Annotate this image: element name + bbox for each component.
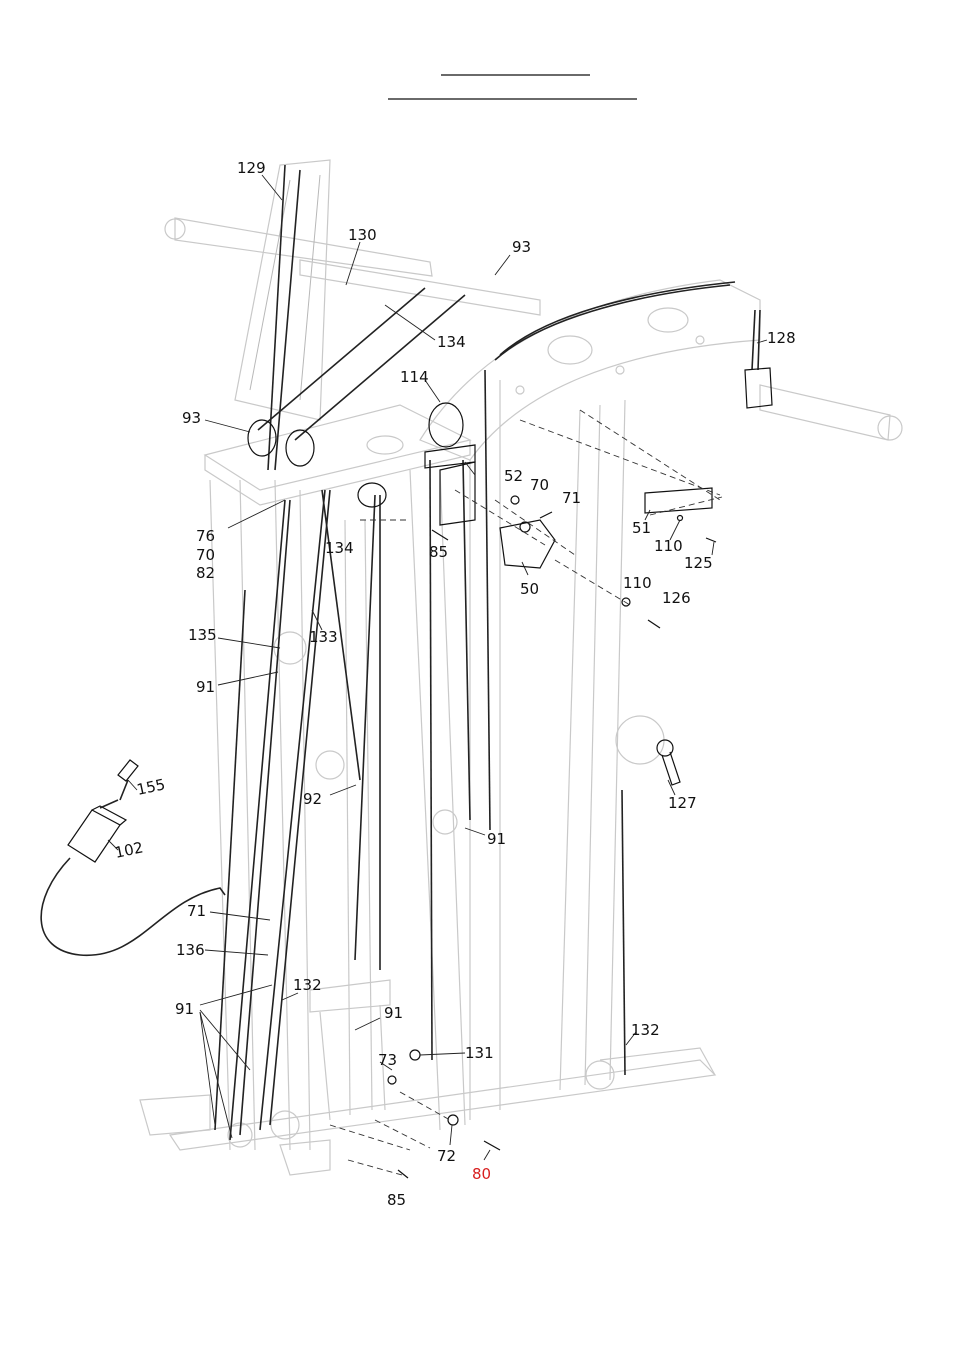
label-71-top: 71 [562,489,581,507]
label-76: 76 [196,527,215,545]
label-136: 136 [176,941,205,959]
label-85-top: 85 [429,543,448,561]
label-82: 82 [196,564,215,582]
label-155: 155 [135,775,167,799]
label-71-bottom: 71 [187,902,206,920]
label-52: 52 [504,467,523,485]
label-134-mid: 134 [325,539,354,557]
label-91-stack: 91 [384,1004,403,1022]
label-110-top: 110 [654,537,683,555]
label-130: 130 [348,226,377,244]
label-102: 102 [113,838,145,862]
label-127: 127 [668,794,697,812]
label-126: 126 [662,589,691,607]
label-128: 128 [767,329,796,347]
label-91-center: 91 [487,830,506,848]
label-135: 135 [188,626,217,644]
label-93-top: 93 [512,238,531,256]
label-70-top: 70 [530,476,549,494]
label-129: 129 [237,159,266,177]
label-70-left: 70 [196,546,215,564]
label-133: 133 [309,628,338,646]
label-92: 92 [303,790,322,808]
machine-frame [140,160,902,1175]
label-110-mid: 110 [623,574,652,592]
label-50: 50 [520,580,539,598]
label-91-left: 91 [196,678,215,696]
label-73: 73 [378,1051,397,1069]
label-131: 131 [465,1044,494,1062]
highlighted-parts [41,368,772,1178]
label-132-right: 132 [631,1021,660,1039]
label-125: 125 [684,554,713,572]
label-91-bottom: 91 [175,1000,194,1018]
label-85-bottom: 85 [387,1191,406,1209]
label-72: 72 [437,1147,456,1165]
leader-lines [108,175,767,1160]
label-114: 114 [400,368,429,386]
label-51: 51 [632,519,651,537]
part-labels: 129 130 93 93 134 134 128 114 52 70 70 7… [113,159,796,1209]
label-134-top: 134 [437,333,466,351]
label-132-left: 132 [293,976,322,994]
label-80: 80 [472,1165,491,1183]
label-93-left: 93 [182,409,201,427]
